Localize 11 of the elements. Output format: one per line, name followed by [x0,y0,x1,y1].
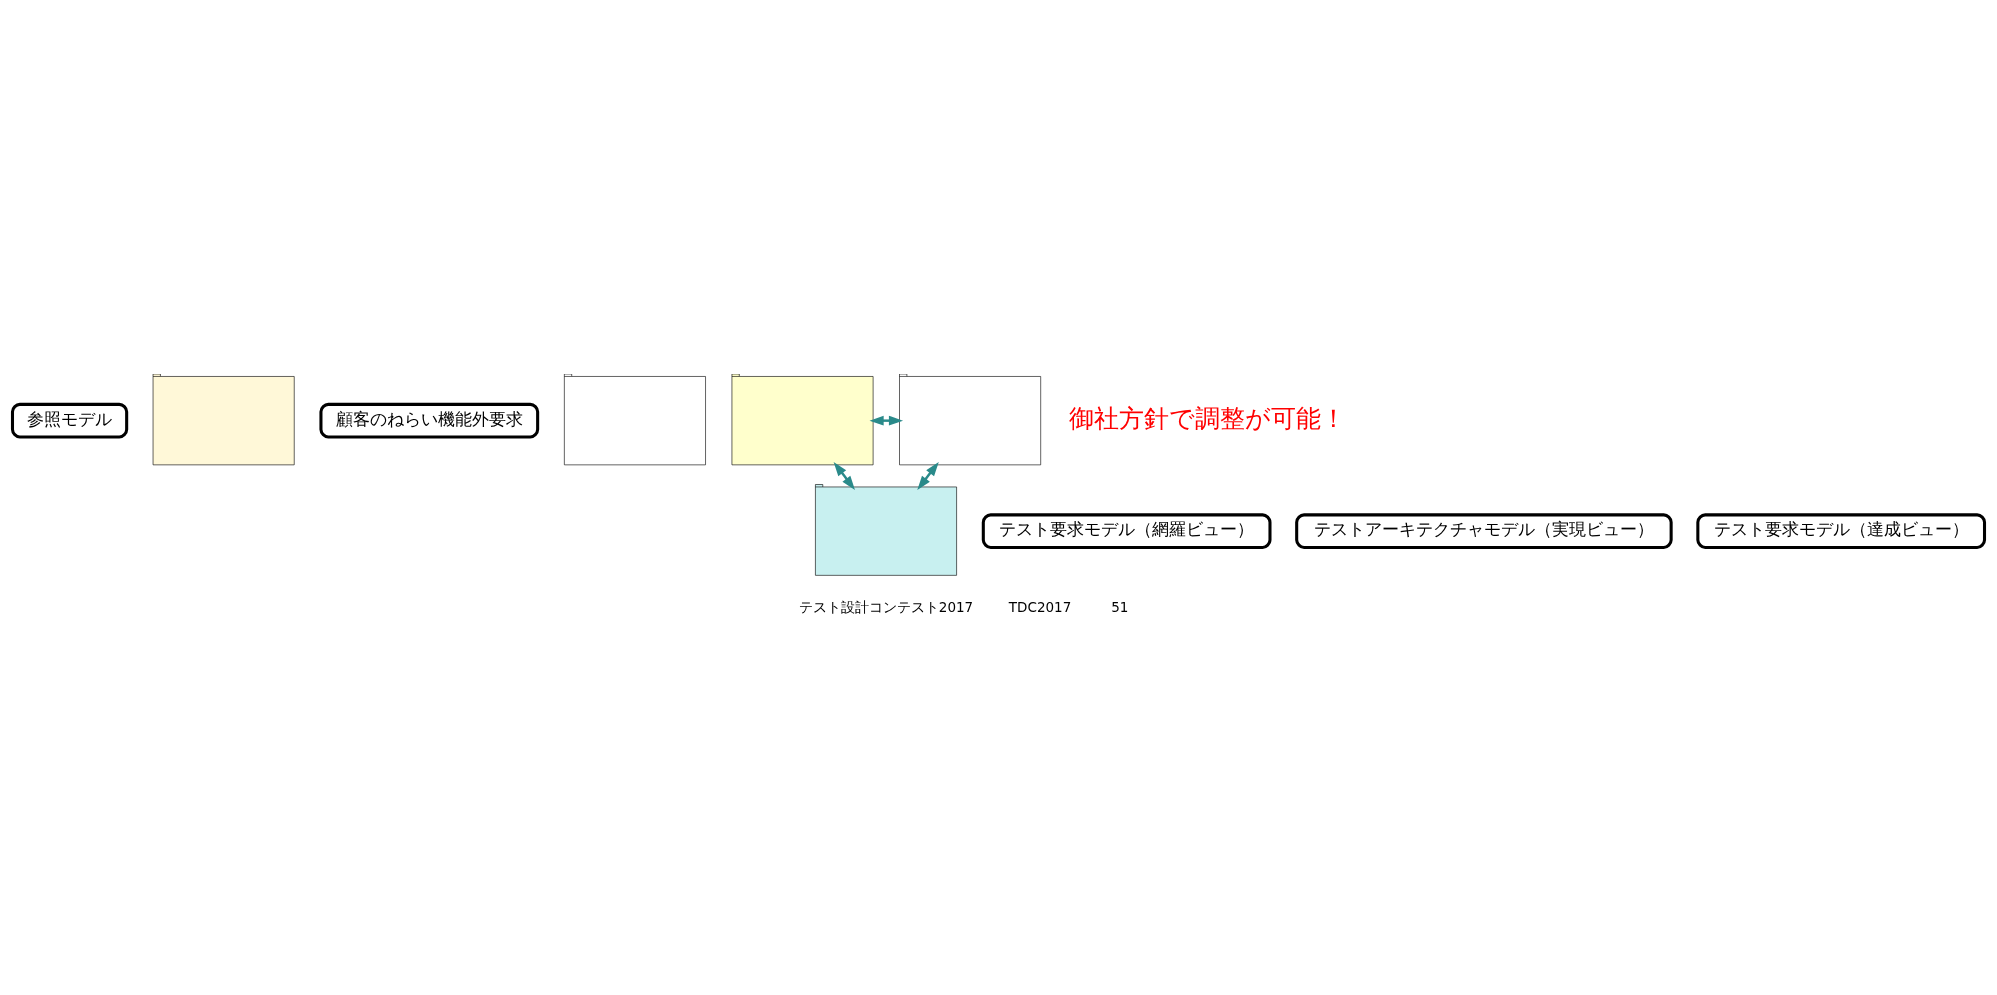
arrow [917,461,939,490]
label: TDC2017 [1008,598,1072,615]
node-box: 参照モデル [10,402,129,438]
label: テスト設計コンテスト2017 [798,598,974,615]
label: 御社方針で調整が可能！ [1069,403,1347,433]
node-box: 顧客のねらい機能外要求 [319,402,540,438]
label: 51 [1111,598,1129,615]
node-box: テスト要求モデル（網羅ビュー） [981,512,1272,549]
arrow [833,461,855,490]
node-box: テスト要求モデル（達成ビュー） [1696,512,1987,549]
node-box: テストアーキテクチャモデル（実現ビュー） [1295,512,1673,549]
